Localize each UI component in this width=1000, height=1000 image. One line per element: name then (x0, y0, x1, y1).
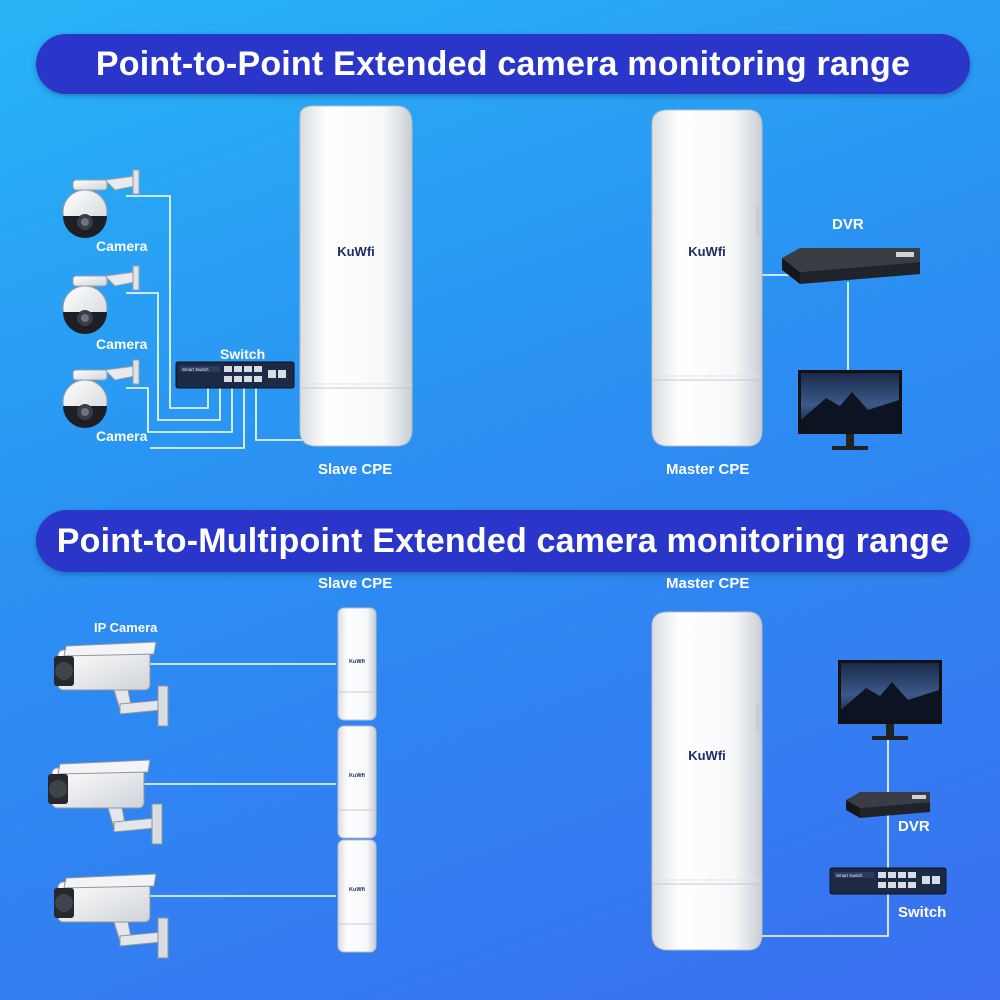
dvr-label: DVR (898, 818, 930, 835)
camera-label: Camera (96, 238, 148, 254)
switch-label: Switch (220, 346, 266, 362)
camera-label: Camera (96, 428, 148, 444)
bullet-camera-icon (47, 759, 163, 845)
bottom-section-title: Point-to-Multipoint Extended camera moni… (56, 521, 950, 560)
dvr-icon (782, 248, 920, 284)
top-section-banner: Point-to-Point Extended camera monitorin… (36, 34, 970, 94)
dvr-label: DVR (832, 216, 864, 233)
slave-cpe-device: KuWfi (337, 839, 377, 953)
bottom-section-banner: Point-to-Multipoint Extended camera moni… (36, 510, 970, 572)
monitor-icon (838, 660, 942, 740)
bullet-camera-icon (53, 873, 169, 959)
bottom-cables (142, 663, 889, 937)
cpe-brand-logo: KuWfi (337, 244, 375, 259)
top-cables (126, 195, 849, 449)
camera-label: Camera (96, 336, 148, 352)
ptz-camera-icon (62, 359, 140, 429)
switch-label: Switch (898, 904, 947, 921)
slave-cpe-device: KuWfi (337, 607, 377, 721)
cpe-brand-logo: KuWfi (688, 244, 726, 259)
slave-cpe-device: KuWfi (299, 105, 413, 447)
svg-text:KuWfi: KuWfi (349, 887, 365, 893)
master-cpe-label: Master CPE (666, 575, 750, 592)
slave-cpe-label: Slave CPE (318, 575, 393, 592)
svg-text:Smart Switch: Smart Switch (836, 873, 863, 878)
monitor-icon (798, 370, 902, 450)
slave-cpe-device: KuWfi (337, 725, 377, 839)
svg-text:KuWfi: KuWfi (349, 773, 365, 779)
master-cpe-label: Master CPE (666, 461, 750, 478)
network-switch-icon: Smart Switch (829, 867, 947, 895)
top-section-title: Point-to-Point Extended camera monitorin… (95, 44, 911, 83)
ip-camera-label: IP Camera (94, 620, 158, 635)
master-cpe-device: KuWfi (651, 611, 763, 951)
slave-cpe-label: Slave CPE (318, 461, 393, 478)
ptz-camera-icon (62, 169, 140, 239)
master-cpe-device: KuWfi (651, 109, 763, 447)
ptz-camera-icon (62, 265, 140, 335)
dvr-icon (846, 792, 930, 818)
svg-text:KuWfi: KuWfi (349, 659, 365, 665)
network-switch-icon: Smart Switch (175, 361, 295, 389)
svg-text:Smart Switch: Smart Switch (182, 367, 209, 372)
cpe-brand-logo: KuWfi (688, 748, 726, 763)
bullet-camera-icon (53, 641, 169, 727)
